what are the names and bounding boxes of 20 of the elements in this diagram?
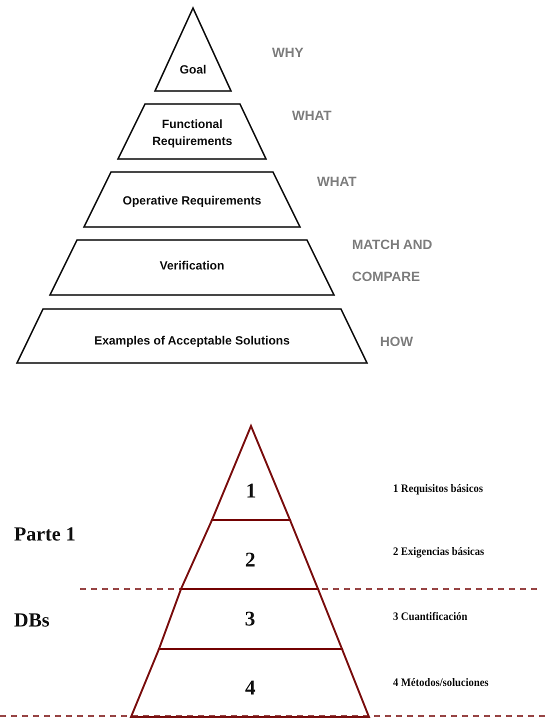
level-label: Functional Requirements (151, 116, 234, 150)
side-label: WHAT (292, 107, 332, 125)
level-number: 2 (244, 548, 256, 572)
side-label: WHAT (317, 173, 356, 191)
section-label: Parte 1 (14, 524, 76, 546)
level-description: 3 Cuantificación (393, 611, 468, 623)
level-label: Examples of Acceptable Solutions (93, 332, 291, 350)
side-label: MATCH AND COMPARE (352, 236, 434, 286)
level-number: 4 (244, 676, 256, 700)
level-description: 2 Exigencias básicas (393, 546, 484, 558)
level-number: 3 (244, 606, 256, 632)
level-label: Goal (178, 62, 208, 78)
level-number: 1 (244, 478, 258, 504)
side-label: WHY (272, 44, 304, 62)
level-label: Operative Requirements (122, 192, 262, 210)
level-description: 1 Requisitos básicos (393, 483, 483, 495)
level-description: 4 Métodos/soluciones (393, 677, 489, 689)
side-label: HOW (380, 333, 413, 351)
section-label: DBs (14, 610, 50, 632)
level-label: Verification (158, 258, 226, 274)
